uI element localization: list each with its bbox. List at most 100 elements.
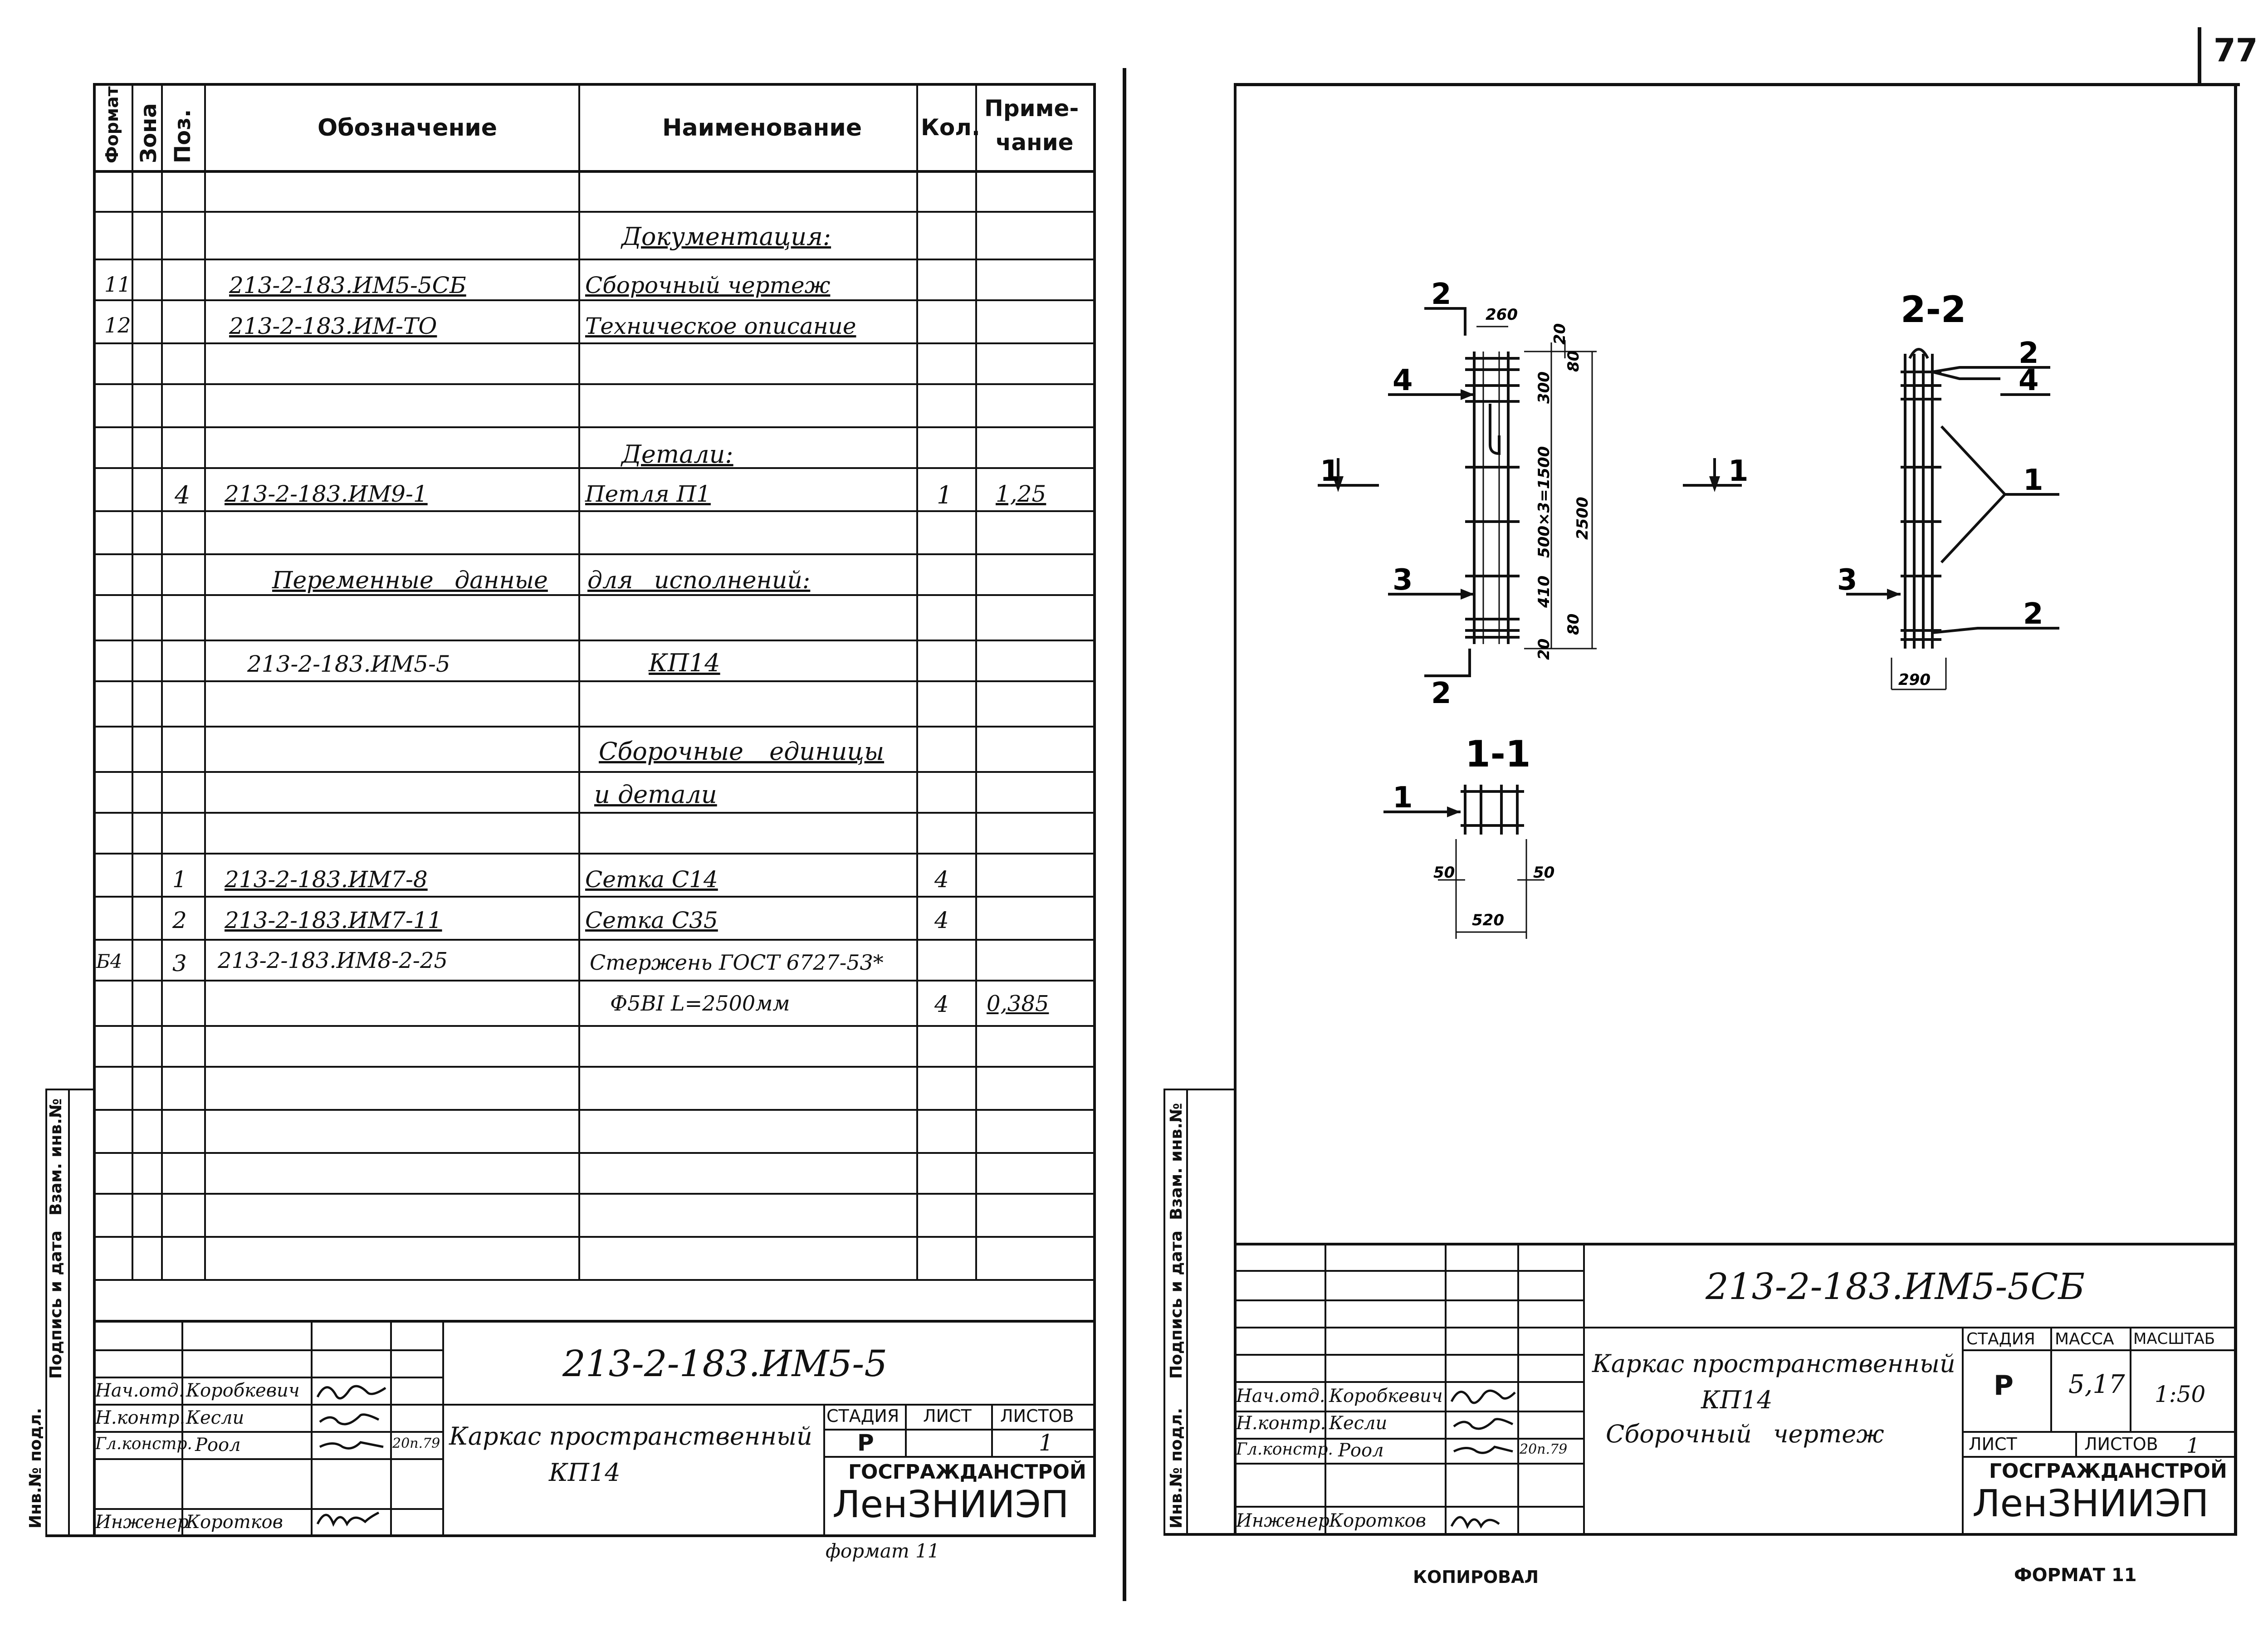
row-12-name: Ф5ВI L=2500мм bbox=[610, 991, 790, 1016]
left-person-0-name: Коробкевич bbox=[186, 1380, 300, 1401]
left-stage-label: Стадия bbox=[826, 1406, 899, 1426]
row-1-name: Сборочный чертеж bbox=[585, 272, 831, 298]
right-sheets: 1 bbox=[2186, 1433, 2200, 1458]
dim-410: 410 bbox=[1535, 576, 1553, 608]
row-4-pos: 4 bbox=[175, 481, 191, 509]
right-mass: 5,17 bbox=[2068, 1370, 2125, 1399]
assembly-drawing: 2-2 1-1 2 2 4 3 1 1 2 4 1 3 2 1 260 290 … bbox=[1318, 278, 2059, 939]
label-22-pos2-top: 2 bbox=[2019, 337, 2039, 370]
row-5-designation: Переменные данные bbox=[272, 567, 548, 594]
row-10-designation: 213-2-183.ИМ7-11 bbox=[225, 907, 442, 933]
left-title-code: 213-2-183.ИМ5-5 bbox=[562, 1343, 888, 1385]
left-sheets: 1 bbox=[1039, 1430, 1053, 1456]
section-2-2-title: 2-2 bbox=[1901, 288, 1966, 331]
right-side-label-1: Подпись и дата bbox=[1167, 1231, 1186, 1379]
row-4-note: 1,25 bbox=[996, 481, 1046, 507]
right-scale-label: Масштаб bbox=[2133, 1330, 2215, 1348]
row-4-name: Петля П1 bbox=[585, 481, 711, 507]
row-12-qty: 4 bbox=[934, 991, 949, 1017]
row-6-designation: 213-2-183.ИМ5-5 bbox=[247, 651, 450, 677]
right-scale: 1:50 bbox=[2155, 1381, 2206, 1407]
dim-w520: 520 bbox=[1472, 911, 1504, 929]
left-title-line2: КП14 bbox=[549, 1458, 621, 1487]
left-person-3-name: Коротков bbox=[186, 1512, 283, 1533]
row-0-name: Документация: bbox=[621, 222, 831, 251]
left-org-1: ГОСГРАЖДАНСТРОЙ bbox=[848, 1460, 1086, 1484]
fold-line bbox=[1123, 68, 1126, 1601]
row-10-qty: 4 bbox=[934, 907, 949, 933]
label-cut2-bottom: 2 bbox=[1431, 677, 1452, 710]
left-org-2: ЛенЗНИИЭП bbox=[832, 1483, 1069, 1526]
right-side-label-0: Инв.№ подл. bbox=[1167, 1407, 1186, 1529]
right-person-1-name: Кесли bbox=[1329, 1413, 1388, 1434]
row-1-format: 11 bbox=[104, 272, 131, 297]
dim-spacing: 500×3=1500 bbox=[1535, 446, 1553, 558]
label-22-pos4: 4 bbox=[2019, 364, 2039, 397]
right-sheets-label: Листов bbox=[2084, 1434, 2158, 1454]
row-4-designation: 213-2-183.ИМ9-1 bbox=[225, 481, 428, 507]
dim-w290: 290 bbox=[1898, 671, 1931, 689]
right-org-1: ГОСГРАЖДАНСТРОЙ bbox=[1989, 1460, 2227, 1483]
row-10-name: Сетка С35 bbox=[585, 907, 718, 933]
row-3-name: Детали: bbox=[621, 440, 733, 469]
label-cut1-right: 1 bbox=[1728, 454, 1749, 488]
row-1-designation: 213-2-183.ИМ5-5СБ bbox=[229, 272, 466, 298]
row-6-name: КП14 bbox=[649, 649, 720, 677]
right-stage-label: Стадия bbox=[1966, 1330, 2035, 1348]
row-11-format: Б4 bbox=[96, 950, 122, 972]
label-pos3: 3 bbox=[1393, 563, 1413, 597]
right-org-2: ЛенЗНИИЭП bbox=[1972, 1482, 2209, 1525]
page-number-frame bbox=[2198, 27, 2201, 86]
row-5-name: для исполнений: bbox=[587, 567, 811, 594]
row-9-designation: 213-2-183.ИМ7-8 bbox=[225, 866, 428, 893]
footer-copied: Копировал bbox=[1413, 1567, 1539, 1587]
left-format-note: формат 11 bbox=[826, 1540, 940, 1562]
row-2-designation: 213-2-183.ИМ-ТО bbox=[229, 313, 437, 339]
row-2-name: Техническое описание bbox=[585, 313, 856, 339]
dim-80a: 80 bbox=[1564, 351, 1583, 372]
label-pos4: 4 bbox=[1393, 364, 1413, 397]
right-title-line2: КП14 bbox=[1701, 1386, 1773, 1414]
header-note-2: чание bbox=[996, 129, 1074, 156]
right-title-code: 213-2-183.ИМ5-5СБ bbox=[1706, 1265, 2085, 1308]
left-person-1-name: Кесли bbox=[186, 1407, 244, 1428]
dim-80b: 80 bbox=[1564, 614, 1583, 635]
left-person-2-date: 20п.79 bbox=[392, 1436, 440, 1451]
header-qty: Кол. bbox=[921, 114, 980, 141]
row-11-designation: 213-2-183.ИМ8-2-25 bbox=[218, 948, 448, 973]
header-designation: Обозначение bbox=[318, 114, 498, 142]
dim-height-total: 2500 bbox=[1574, 497, 1592, 540]
right-person-1-role: Н.контр. bbox=[1236, 1413, 1326, 1434]
section-1-1-title: 1-1 bbox=[1465, 733, 1531, 775]
row-4-qty: 1 bbox=[937, 481, 953, 509]
right-title-line3: Сборочный чертеж bbox=[1606, 1420, 1884, 1448]
right-person-2-date: 20п.79 bbox=[1520, 1441, 1568, 1457]
right-sheet-label: Лист bbox=[1969, 1434, 2017, 1454]
right-person-3-role: Инженер bbox=[1236, 1510, 1330, 1531]
right-signatures bbox=[1450, 1389, 1516, 1529]
right-title-line1: Каркас пространственный bbox=[1592, 1349, 1955, 1378]
right-person-3-name: Коротков bbox=[1329, 1510, 1426, 1531]
left-person-3-role: Инженер bbox=[95, 1512, 189, 1533]
label-11-pos1: 1 bbox=[1393, 781, 1413, 815]
label-22-pos3: 3 bbox=[1837, 563, 1857, 597]
left-person-2-role: Гл.констр. bbox=[95, 1435, 192, 1453]
dim-300: 300 bbox=[1535, 371, 1553, 404]
row-8-name: и детали bbox=[594, 780, 717, 809]
dim-50a: 50 bbox=[1433, 864, 1455, 882]
left-sheet-label: Лист bbox=[923, 1406, 972, 1426]
dim-50b: 50 bbox=[1533, 864, 1554, 882]
dim-20a: 20 bbox=[1551, 323, 1569, 345]
row-10-pos: 2 bbox=[172, 907, 187, 933]
label-cut1-left: 1 bbox=[1320, 454, 1340, 488]
row-12-note: 0,385 bbox=[987, 991, 1049, 1016]
page-number: 77 bbox=[2214, 32, 2258, 69]
right-side-label-2: Взам. инв.№ bbox=[1167, 1103, 1186, 1220]
left-sheets-label: Листов bbox=[1000, 1406, 1074, 1426]
left-signatures bbox=[316, 1385, 386, 1527]
right-person-0-name: Коробкевич bbox=[1329, 1386, 1443, 1406]
left-person-1-role: Н.контр. bbox=[95, 1407, 186, 1428]
row-11-pos: 3 bbox=[172, 950, 187, 977]
label-22-pos2-bottom: 2 bbox=[2023, 597, 2043, 631]
